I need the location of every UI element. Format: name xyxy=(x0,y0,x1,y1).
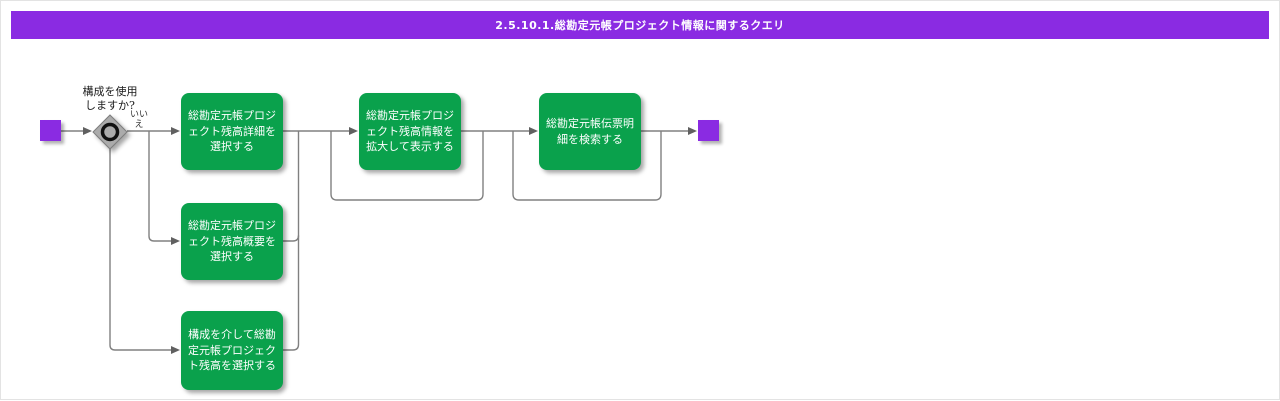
activity-label: 総勘定元帳プロジェクト残高詳細を選択する xyxy=(188,109,276,154)
decision-diamond xyxy=(92,114,128,150)
diagram-title-bar: 2.5.10.1.総勘定元帳プロジェクト情報に関するクエリ xyxy=(11,11,1269,39)
activity-select-gl-project-balance-summary: 総勘定元帳プロジェクト残高概要を選択する xyxy=(181,203,283,280)
arrowhead-icon xyxy=(529,127,538,135)
connector-activity3-merge xyxy=(283,131,300,351)
arrowhead-icon xyxy=(171,346,180,354)
activity-label: 総勘定元帳伝票明細を検索する xyxy=(546,117,634,146)
connector-fork-to-activity2 xyxy=(148,131,171,242)
arrowhead-icon xyxy=(83,127,92,135)
branch-label-no-line2: え xyxy=(134,120,144,130)
activity-select-gl-project-balance-detail: 総勘定元帳プロジェクト残高詳細を選択する xyxy=(181,93,283,170)
start-node xyxy=(40,120,61,141)
activity-select-gl-project-balance-via-structure: 構成を介して総勘定元帳プロジェクト残高を選択する xyxy=(181,311,283,390)
branch-label-no: いい え xyxy=(125,110,153,130)
activity-label: 総勘定元帳プロジェクト残高概要を選択する xyxy=(188,219,276,264)
decision-question: 構成を使用 しますか? xyxy=(65,85,155,113)
connector-bypass-activity5 xyxy=(512,131,662,201)
arrowhead-icon xyxy=(171,237,180,245)
decision-question-line2: しますか? xyxy=(85,99,135,112)
arrowhead-icon xyxy=(349,127,358,135)
branch-label-no-line1: いい xyxy=(129,110,148,120)
end-node xyxy=(698,120,719,141)
activity-zoom-gl-project-balance-info: 総勘定元帳プロジェクト残高情報を拡大して表示する xyxy=(359,93,461,170)
connector-activity2-merge xyxy=(283,235,300,242)
arrowhead-icon xyxy=(688,127,697,135)
arrowhead-icon xyxy=(171,127,180,135)
connector-decision-to-activity3 xyxy=(109,149,171,351)
activity-label: 総勘定元帳プロジェクト残高情報を拡大して表示する xyxy=(366,109,454,154)
decision-question-line1: 構成を使用 xyxy=(82,85,138,98)
activity-label: 構成を介して総勘定元帳プロジェクト残高を選択する xyxy=(188,328,276,373)
diagram-title: 2.5.10.1.総勘定元帳プロジェクト情報に関するクエリ xyxy=(495,19,785,32)
activity-search-gl-journal-detail: 総勘定元帳伝票明細を検索する xyxy=(539,93,641,170)
decision-circle-icon xyxy=(100,122,120,142)
connector-bypass-activity4 xyxy=(330,131,484,201)
